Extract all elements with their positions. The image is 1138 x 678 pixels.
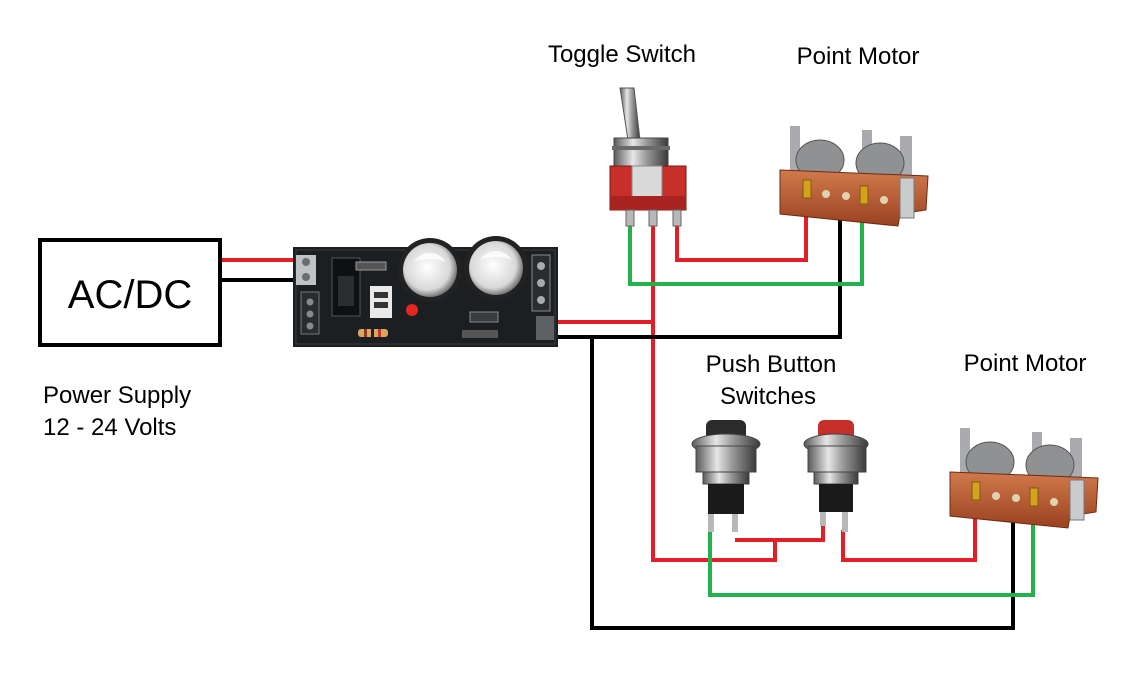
acdc-label: AC/DC xyxy=(68,273,192,317)
power-supply-label: Power Supply xyxy=(43,382,191,409)
pcb-module xyxy=(293,236,558,347)
wires xyxy=(220,210,1035,630)
point-motor-bottom xyxy=(949,428,1099,529)
wire-green-toggle xyxy=(628,210,864,286)
push-button-label-2: Switches xyxy=(720,383,816,410)
wire-black-pcb-bottom xyxy=(590,337,1015,630)
point-motor-top-label: Point Motor xyxy=(797,43,920,70)
toggle-switch-label: Toggle Switch xyxy=(548,41,696,68)
push-button-black xyxy=(691,420,761,532)
toggle-switch xyxy=(609,87,687,227)
point-motor-bottom-label: Point Motor xyxy=(964,350,1087,377)
power-supply-voltage: 12 - 24 Volts xyxy=(43,414,176,441)
wire-black-pcb-top xyxy=(552,210,842,339)
wire-red-toggle-motor xyxy=(675,210,808,262)
wire-red-pb-link xyxy=(775,515,825,542)
wire-red-pb-motor xyxy=(841,510,977,562)
push-button-label: Push Button xyxy=(706,351,837,378)
acdc-box: AC/DC xyxy=(38,238,222,347)
point-motor-top xyxy=(779,126,929,227)
push-button-red xyxy=(803,420,869,532)
wire-red-trunk xyxy=(651,225,777,562)
wire-green-pb xyxy=(708,510,1035,597)
